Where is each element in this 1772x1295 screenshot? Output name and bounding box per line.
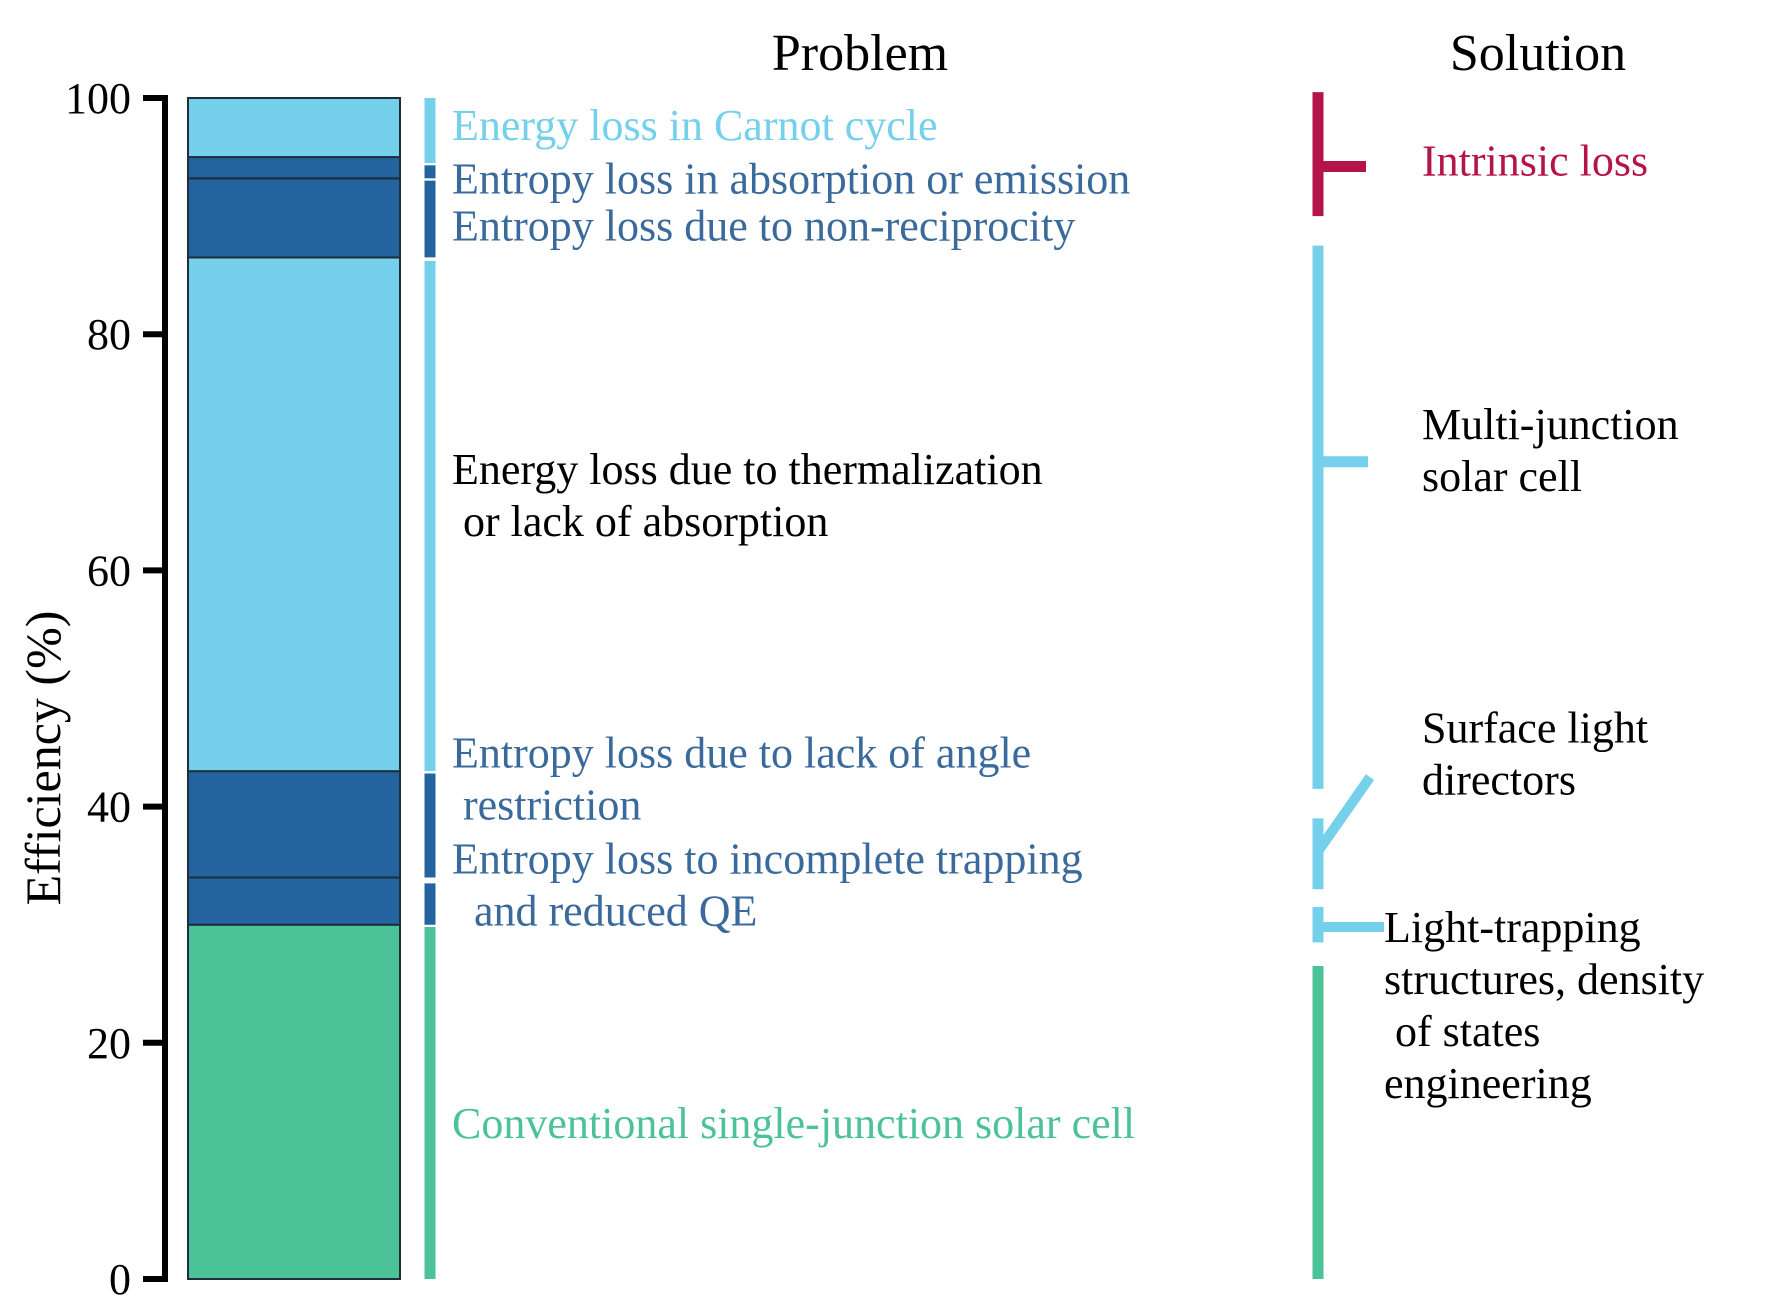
stacked-bar	[187, 97, 401, 1280]
y-axis-title: Efficiency (%)	[15, 611, 71, 906]
problem-label: Entropy loss due to non-reciprocity	[452, 202, 1075, 251]
problem-header: Problem	[772, 25, 948, 82]
y-tick-label: 40	[87, 783, 131, 832]
y-tick-label: 20	[87, 1019, 131, 1068]
problem-label: Entropy loss to incomplete trapping	[452, 835, 1083, 884]
solution-label: Light-trapping	[1384, 903, 1641, 952]
solution-header: Solution	[1450, 25, 1626, 82]
y-tick-label: 80	[87, 310, 131, 359]
solution-label: directors	[1422, 755, 1576, 804]
y-tick-label: 100	[65, 74, 131, 123]
bar-segment-energy-loss-due-to-thermalization-or-lack-of-absorption	[187, 256, 401, 773]
problem-label: Conventional single-junction solar cell	[452, 1099, 1135, 1148]
solution-label: Multi-junction	[1422, 400, 1679, 449]
problem-label: restriction	[452, 780, 641, 829]
solution-label: of states	[1384, 1007, 1540, 1056]
solution-label: Surface light	[1422, 703, 1648, 752]
solution-bracket-diagonal	[1313, 774, 1375, 855]
bar-segment-entropy-loss-to-incomplete-trapping-and-reduced-qe	[187, 876, 401, 926]
y-tick-label: 60	[87, 546, 131, 595]
solution-label: structures, density	[1384, 955, 1704, 1004]
problem-label: Entropy loss due to lack of angle	[452, 728, 1031, 777]
problem-label: and reduced QE	[452, 887, 757, 936]
y-axis: 0 20 40 60 80 100	[65, 74, 168, 1295]
problem-label: Energy loss in Carnot cycle	[452, 101, 938, 150]
problem-label: Entropy loss in absorption or emission	[452, 154, 1130, 203]
bar-segment-conventional-single-junction-solar-cell	[187, 923, 401, 1280]
y-tick-label: 0	[109, 1255, 131, 1295]
solution-label: solar cell	[1422, 452, 1582, 501]
problem-label: Energy loss due to thermalization	[452, 445, 1043, 494]
bar-segment-entropy-loss-in-absorption-or-emission	[187, 156, 401, 180]
bar-segment-entropy-loss-due-to-non-reciprocity	[187, 177, 401, 259]
solution-label: engineering	[1384, 1059, 1592, 1108]
bar-segment-energy-loss-in-carnot-cycle	[187, 97, 401, 159]
solution-label: Intrinsic loss	[1422, 137, 1648, 186]
bar-segment-entropy-loss-due-to-lack-of-angle-restriction	[187, 770, 401, 879]
problem-label: or lack of absorption	[452, 497, 828, 546]
